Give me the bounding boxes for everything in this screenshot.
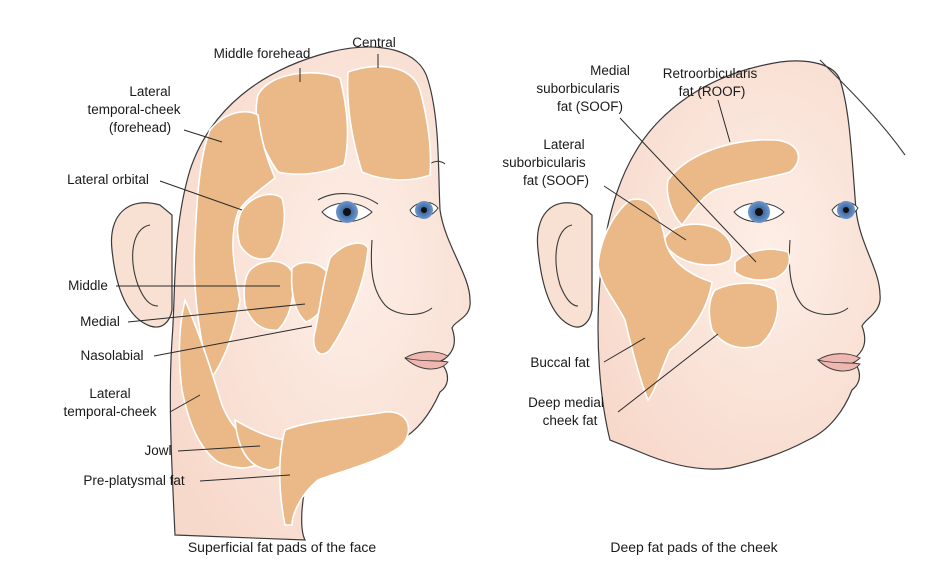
fatpad-roof — [666, 138, 800, 227]
label-lateral-orbital: Lateral orbital — [67, 172, 149, 187]
left-face-nose — [370, 239, 433, 315]
caption-deep: Deep fat pads of the cheek — [610, 539, 778, 555]
label-middle: Middle — [68, 278, 108, 293]
label-medial-soof-line2: suborbicularis — [536, 81, 620, 96]
label-medial: Medial — [80, 314, 120, 329]
label-roof-line1: Retroorbicularis — [663, 66, 758, 81]
right-face-illustration — [536, 59, 906, 470]
label-nasolabial: Nasolabial — [80, 348, 143, 363]
left-face-illustration — [110, 46, 471, 541]
label-pre-platysmal-fat: Pre-platysmal fat — [83, 473, 185, 488]
label-lateral-temporal-cheek-line1: Lateral — [89, 386, 130, 401]
caption-superficial: Superficial fat pads of the face — [188, 539, 377, 555]
label-central: Central — [352, 35, 396, 50]
fatpad-lateral-soof — [664, 223, 733, 266]
label-medial-soof-line1: Medial — [590, 63, 630, 78]
label-buccal-fat: Buccal fat — [530, 355, 590, 370]
fatpad-middle-cheek — [243, 260, 295, 331]
fatpad-medial-soof — [734, 248, 791, 281]
fatpad-central-forehead — [346, 65, 432, 181]
fatpad-middle-forehead — [255, 72, 349, 175]
label-lateral-soof-line1: Lateral — [543, 137, 584, 152]
label-middle-forehead: Middle forehead — [214, 46, 311, 61]
fatpad-buccal — [597, 198, 713, 402]
left-leader-lines — [116, 54, 379, 482]
fatpad-lateral-temporal-cheek — [178, 297, 270, 469]
label-roof-line2: fat (ROOF) — [679, 84, 746, 99]
label-jowl: Jowl — [144, 443, 171, 458]
label-deep-medial-line2: cheek fat — [543, 413, 598, 428]
label-lateral-temporal-cheek-forehead-line1: Lateral — [129, 84, 170, 99]
fatpad-pre-platysmal — [278, 411, 410, 526]
right-labels: Medial suborbicularis fat (SOOF) Retroor… — [502, 63, 778, 555]
label-medial-soof-line3: fat (SOOF) — [557, 99, 623, 114]
left-ear — [110, 202, 173, 328]
label-deep-medial-line1: Deep medial — [528, 395, 604, 410]
right-ear — [536, 202, 593, 328]
left-labels: Middle forehead Central Lateral temporal… — [63, 35, 395, 555]
label-lateral-temporal-cheek-forehead-line2: temporal-cheek — [87, 102, 180, 117]
label-lateral-soof-line2: suborbicularis — [502, 155, 586, 170]
fatpad-nasolabial — [312, 242, 369, 355]
right-leader-lines — [603, 99, 757, 413]
label-lateral-temporal-cheek-forehead-line3: (forehead) — [109, 120, 171, 135]
label-lateral-temporal-cheek-line2: temporal-cheek — [63, 404, 156, 419]
fatpad-lateral-orbital — [236, 193, 286, 260]
fatpad-deep-medial-cheek — [708, 282, 779, 349]
label-lateral-soof-line3: fat (SOOF) — [523, 173, 589, 188]
